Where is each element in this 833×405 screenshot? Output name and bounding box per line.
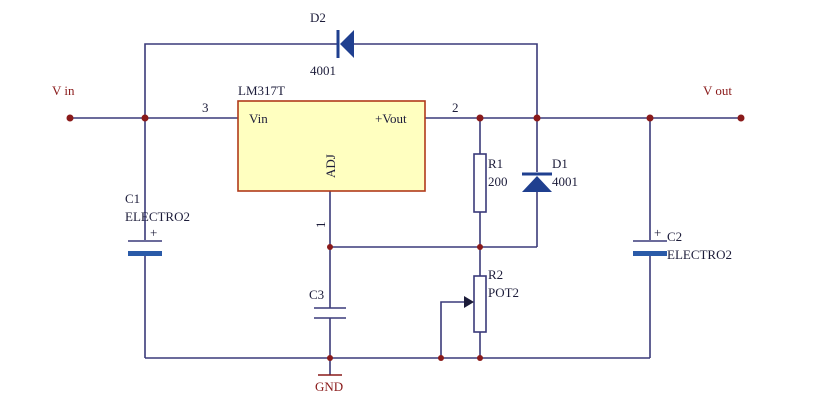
junction-dot (477, 355, 483, 361)
r1-body (473, 153, 487, 213)
capacitor-c2[interactable]: + C2 ELECTRO2 (633, 225, 732, 262)
d2-triangle (340, 30, 354, 58)
r2-value: POT2 (488, 285, 519, 300)
lm317t-regulator[interactable]: LM317T Vin +Vout ADJ 3 2 1 (202, 83, 459, 228)
junction-dot (477, 244, 483, 250)
resistor-r1[interactable]: R1 200 (473, 153, 508, 213)
c2-value: ELECTRO2 (667, 247, 732, 262)
junction-dot (438, 355, 444, 361)
d2-ref: D2 (310, 10, 326, 25)
junction-dot (646, 114, 654, 122)
d1-triangle (522, 176, 552, 192)
diode-d2[interactable]: D2 4001 (310, 10, 354, 78)
c1-value: ELECTRO2 (125, 209, 190, 224)
net-gnd-label: GND (315, 379, 343, 394)
potentiometer-r2[interactable]: R2 POT2 (464, 267, 519, 333)
terminal-vin[interactable] (66, 114, 74, 122)
junction-dot (141, 114, 149, 122)
wire-d2-right (354, 43, 538, 118)
wire-d2-left (144, 43, 330, 118)
ic-pin-vout: +Vout (375, 111, 407, 126)
net-vout-label: V out (703, 83, 732, 98)
r2-ref: R2 (488, 267, 503, 282)
wire-pot-wiper (440, 301, 466, 358)
junction-dot (327, 244, 333, 250)
junction-dot (533, 114, 541, 122)
r1-ref: R1 (488, 156, 503, 171)
terminal-vout[interactable] (737, 114, 745, 122)
ground-symbol: GND (315, 374, 343, 394)
c1-plate-neg (128, 251, 162, 256)
d1-value: 4001 (552, 174, 578, 189)
capacitor-c3[interactable]: C3 (309, 287, 346, 319)
c2-ref: C2 (667, 229, 682, 244)
d2-value: 4001 (310, 63, 336, 78)
junction-dot (476, 114, 484, 122)
r1-value: 200 (488, 174, 508, 189)
ic-name: LM317T (238, 83, 285, 98)
ic-body (237, 100, 426, 192)
ic-pin-vin: Vin (249, 111, 268, 126)
capacitor-c1[interactable]: + C1 ELECTRO2 (125, 191, 190, 256)
c1-plus: + (150, 225, 157, 240)
pin-number-2: 2 (452, 100, 459, 115)
c2-plus: + (654, 225, 661, 240)
c2-plate-neg (633, 251, 667, 256)
pin-number-1: 1 (313, 222, 328, 229)
ic-pin-adj: ADJ (323, 154, 338, 178)
net-vin-label: V in (52, 83, 75, 98)
r2-wiper-arrow (464, 296, 474, 308)
pin-number-3: 3 (202, 100, 209, 115)
diode-d1[interactable]: D1 4001 (522, 156, 578, 192)
junction-dot (327, 355, 333, 361)
junctions (66, 114, 745, 361)
c1-ref: C1 (125, 191, 140, 206)
r2-body (473, 275, 487, 333)
d1-ref: D1 (552, 156, 568, 171)
c3-ref: C3 (309, 287, 324, 302)
